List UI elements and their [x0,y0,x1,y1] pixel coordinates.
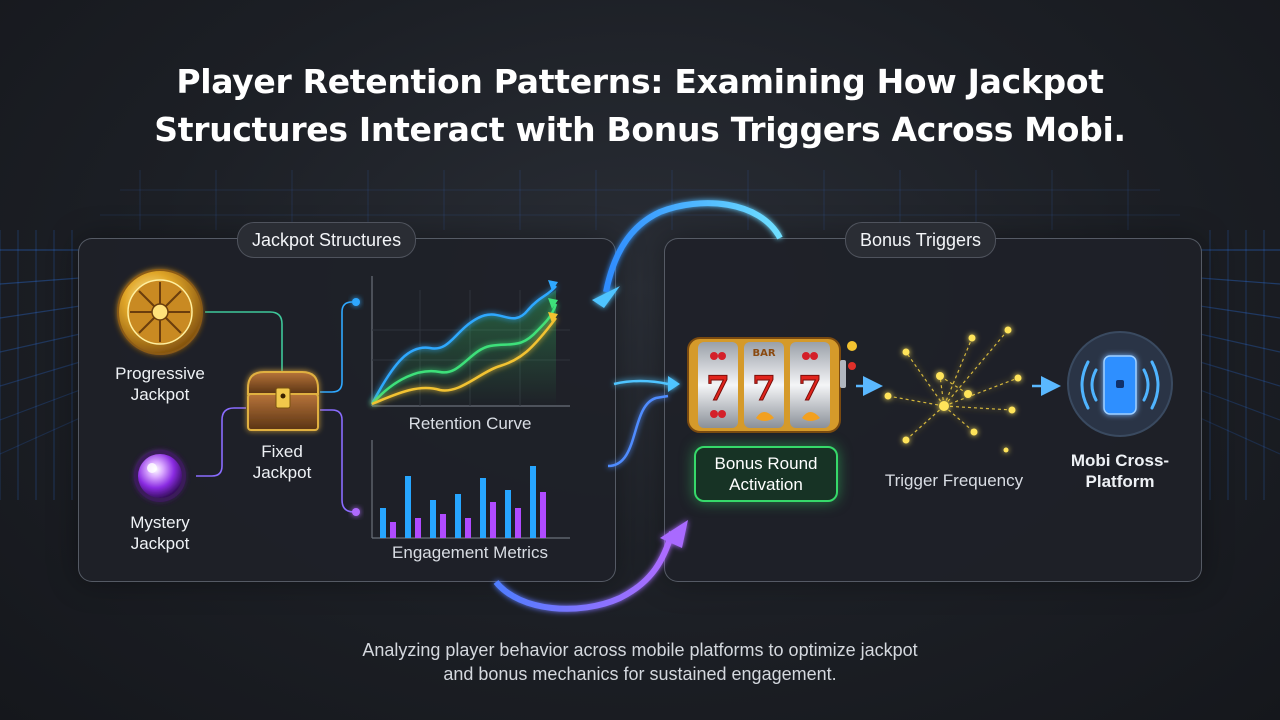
subtitle-line-2: and bonus mechanics for sustained engage… [443,664,837,684]
fixed-jackpot-label: Fixed Jackpot [252,442,312,482]
title-line-2: Structures Interact with Bonus Triggers … [154,110,1126,149]
title-line-1: Player Retention Patterns: Examining How… [176,62,1104,101]
grid-line [0,389,81,421]
retention-curve-label: Retention Curve [408,414,532,433]
grid-line [1199,333,1280,353]
page-subtitle: Analyzing player behavior across mobile … [0,638,1280,686]
grid-line [1199,361,1280,387]
bonus-round-activation-badge: Bonus Round Activation [694,446,838,502]
bonus-round-activation-text: Bonus Round Activation [714,454,818,494]
jackpot-structures-label: Jackpot Structures [237,222,417,258]
grid-line [1199,277,1280,285]
grid-line [1199,305,1280,319]
grid-line [1199,389,1280,421]
engagement-metrics-label: Engagement Metrics [392,543,548,562]
mobi-cross-platform-label: Mobi Cross-Platform [1070,451,1170,491]
progressive-jackpot-label: Progressive Jackpot [115,364,205,404]
bonus-triggers-panel: Bonus Triggers [664,222,1202,582]
mystery-jackpot-label: Mystery Jackpot [130,513,190,553]
grid-line [0,417,81,455]
trigger-frequency-label: Trigger Frequency [884,471,1024,490]
grid-line [0,333,81,353]
page-title: Player Retention Patterns: Examining How… [0,58,1280,154]
grid-line [0,277,81,285]
grid-line [1199,417,1280,455]
subtitle-line-1: Analyzing player behavior across mobile … [362,640,918,660]
grid-line [0,305,81,319]
bonus-triggers-label: Bonus Triggers [845,222,997,258]
grid-line [0,361,81,387]
